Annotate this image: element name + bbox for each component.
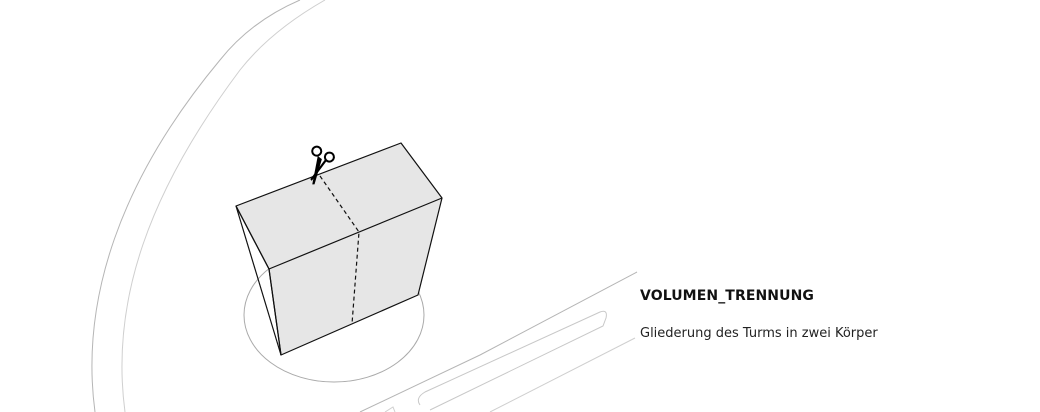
inner-curve [121, 0, 326, 412]
outer-curve [91, 0, 301, 412]
tower-volume [235, 142, 443, 356]
cut-line [319, 175, 360, 325]
path-strip [417, 310, 607, 411]
scissors-icon [310, 145, 335, 185]
site-context-lines [91, 0, 638, 412]
road-edge [359, 271, 638, 412]
road-edge-2 [489, 337, 636, 412]
diagram-title: VOLUMEN_TRENNUNG [640, 288, 814, 304]
marker [384, 406, 396, 412]
diagram-subtitle: Gliederung des Turms in zwei Körper [640, 326, 878, 341]
